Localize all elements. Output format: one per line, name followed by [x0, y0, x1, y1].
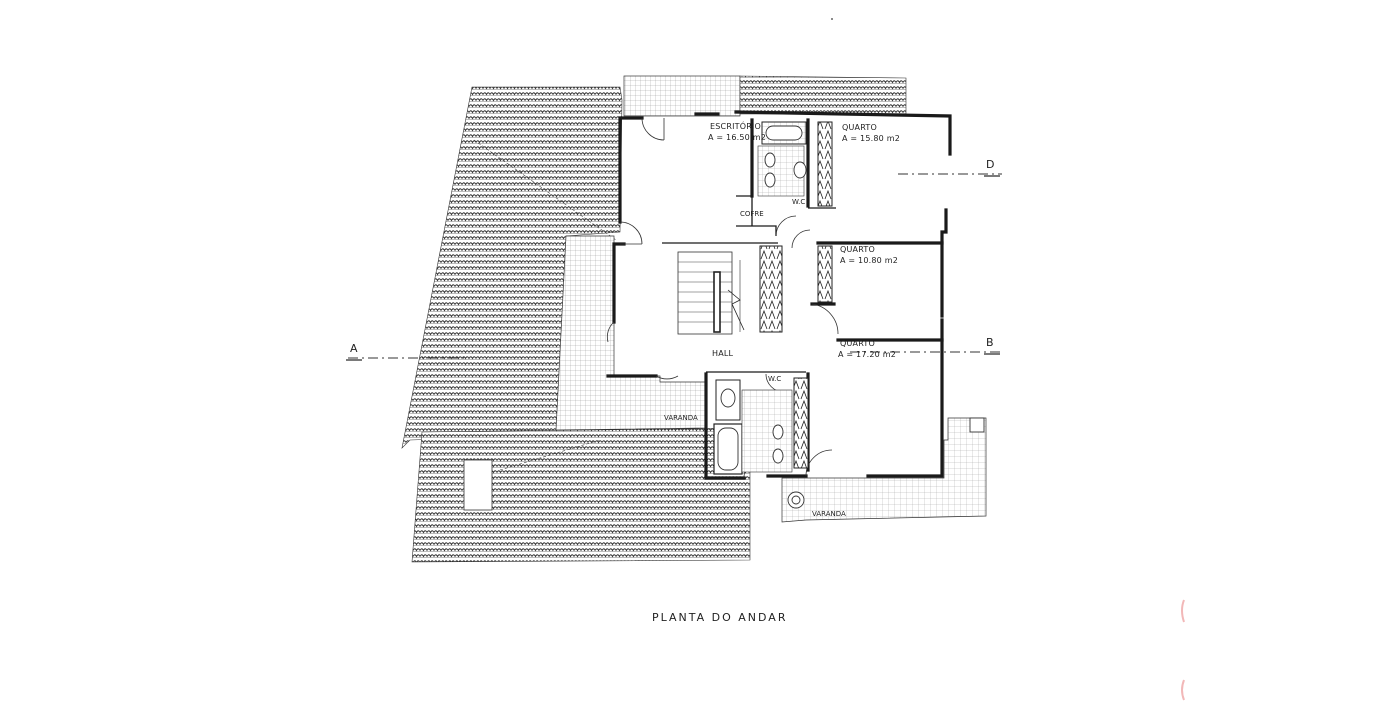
escritorio-area: A = 16.50 m2: [708, 133, 766, 142]
section-marker-b: B: [986, 336, 994, 349]
quarto1-name: QUARTO: [842, 123, 877, 132]
wc1-label: W.C: [792, 198, 805, 206]
wardrobes: [759, 121, 833, 469]
room-labels: ESCRITÓRIO A = 16.50 m2 QUARTO A = 15.80…: [664, 120, 900, 518]
plan-title: PLANTA DO ANDAR: [652, 611, 787, 624]
varanda-west-label: VARANDA: [664, 414, 698, 422]
cofre-label: COFRE: [740, 210, 764, 218]
section-marker-d: D: [986, 158, 994, 171]
escritorio-name: ESCRITÓRIO: [710, 120, 761, 131]
wc2-label: W.C: [768, 375, 781, 383]
scan-mark: [1181, 679, 1185, 701]
bathroom-fixtures: [713, 121, 985, 509]
scan-mark: [1181, 599, 1185, 623]
quarto2-name: QUARTO: [840, 245, 875, 254]
skylight: [463, 459, 493, 511]
quarto3-area: A = 17.20 m2: [838, 350, 896, 359]
section-lines: A B D: [346, 158, 1002, 361]
quarto1-area: A = 15.80 m2: [842, 134, 900, 143]
section-marker-a: A: [350, 342, 358, 355]
quarto2-area: A = 10.80 m2: [840, 256, 898, 265]
terraces: [555, 75, 987, 523]
scan-dot: [831, 18, 833, 20]
varanda-south-label: VARANDA: [812, 510, 846, 518]
quarto3-name: QUARTO: [840, 339, 875, 348]
staircase: [677, 251, 745, 335]
hall-label: HALL: [712, 349, 734, 358]
